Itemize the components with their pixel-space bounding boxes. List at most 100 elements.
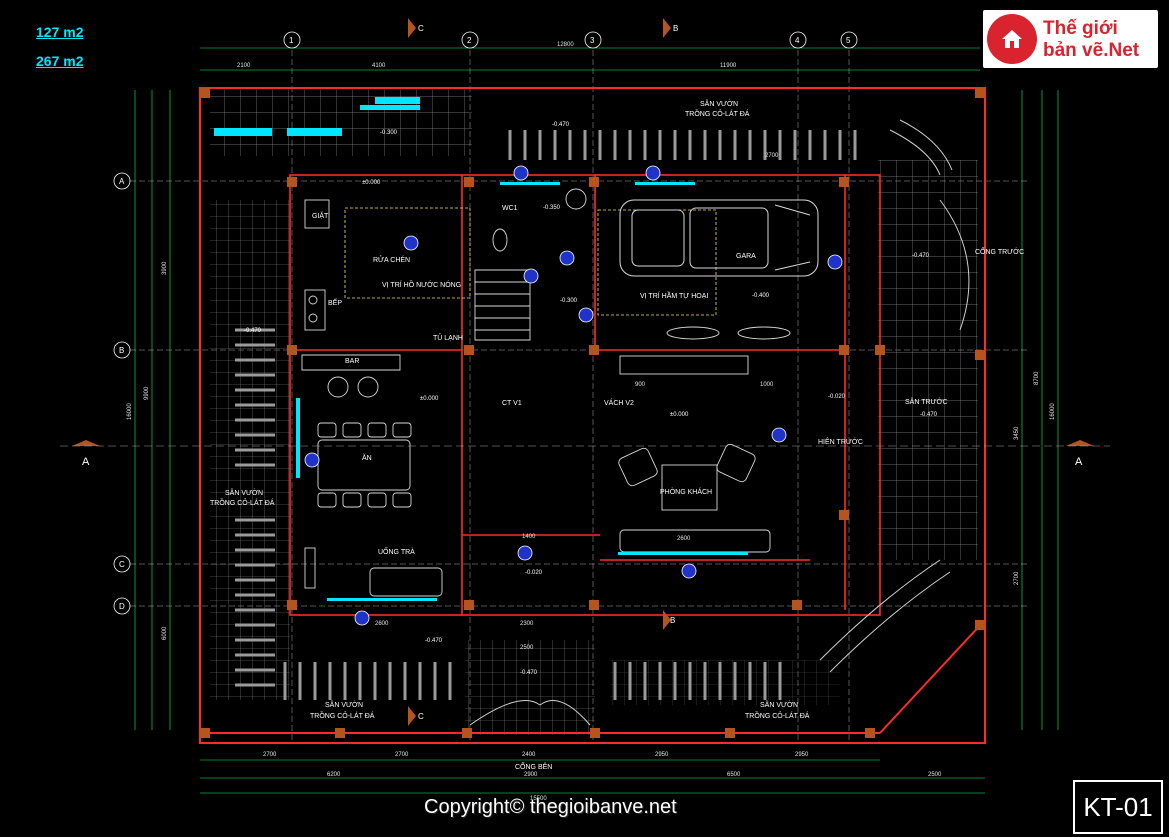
copyright-watermark: Copyright© thegioibanve.net xyxy=(424,796,677,818)
level-mark: -0.470 xyxy=(920,412,938,418)
room-garden-top: SÂN VƯỜN xyxy=(700,99,738,108)
room-gara: GARA xyxy=(736,253,756,260)
dim-label: 9900 xyxy=(144,386,150,400)
axis-label-2: 2 xyxy=(467,36,472,45)
level-mark: -0.300 xyxy=(380,130,398,136)
room-wc1: WC1 xyxy=(502,205,518,212)
dimension-lines xyxy=(134,47,1059,794)
dim-label: 3900 xyxy=(162,261,168,275)
dim-label: 2600 xyxy=(375,621,389,627)
room-tags xyxy=(304,165,843,626)
sheet-code: KT-01 xyxy=(1073,780,1163,834)
dim-label: 2950 xyxy=(655,752,669,758)
dim-label: 2500 xyxy=(520,645,534,651)
furniture xyxy=(301,188,791,597)
axis-label-3: 3 xyxy=(590,36,595,45)
level-mark: ±0.000 xyxy=(362,180,381,186)
dim-label: 6200 xyxy=(327,772,341,778)
section-label-b-top: B xyxy=(673,24,678,33)
area-total: 267 m2 xyxy=(36,53,84,69)
dim-label: 6500 xyxy=(727,772,741,778)
room-phong-khach: PHÒNG KHÁCH xyxy=(660,487,712,496)
dim-label: 2700 xyxy=(395,752,409,758)
dim-label: 2950 xyxy=(795,752,809,758)
dim-label: 2900 xyxy=(524,772,538,778)
room-garden-bl-sub: TRỒNG CỎ-LÁT ĐÁ xyxy=(310,710,375,720)
section-label-b-bot: B xyxy=(670,616,675,625)
axis-label-c: C xyxy=(119,560,125,569)
section-markers xyxy=(72,18,1094,726)
room-cong-truoc: CỔNG TRƯỚC xyxy=(975,247,1024,256)
room-ham-tu-hoai: VỊ TRÍ HẦM TỰ HOẠI xyxy=(640,290,708,300)
axis-label-a: A xyxy=(119,177,125,186)
dim-label: 16000 xyxy=(127,403,133,420)
room-hien-truoc: HIÊN TRƯỚC xyxy=(818,437,863,446)
section-label-a-right: A xyxy=(1075,456,1083,468)
level-mark: -0.020 xyxy=(525,570,543,576)
dim-label: 2300 xyxy=(520,621,534,627)
axis-label-d: D xyxy=(119,602,125,611)
logo-badge xyxy=(987,14,1037,64)
section-label-a-left: A xyxy=(82,456,90,468)
room-uong-tra: UỐNG TRÀ xyxy=(378,546,415,556)
room-giat: GIẶT xyxy=(312,211,329,220)
room-bar: BAR xyxy=(345,358,359,365)
level-mark: ±0.000 xyxy=(420,396,439,402)
room-garden-top-sub: TRỒNG CỎ-LÁT ĐÁ xyxy=(685,108,750,118)
room-nuoc-nong: VỊ TRÍ HỒ NƯỚC NÓNG xyxy=(382,279,461,289)
level-mark: -0.470 xyxy=(425,638,443,644)
dim-label: 2700 xyxy=(765,153,779,159)
room-garden-left: SÂN VƯỜN xyxy=(225,488,263,497)
section-label-c-bot: C xyxy=(418,712,424,721)
structural-columns xyxy=(200,88,985,738)
room-ct-v1: CT V1 xyxy=(502,400,522,407)
brand-logo: Thế giới bản vẽ.Net xyxy=(983,10,1158,68)
dim-label: 8700 xyxy=(1034,371,1040,385)
paving-stripes xyxy=(235,130,857,700)
room-garden-br-sub: TRỒNG CỎ-LÁT ĐÁ xyxy=(745,710,810,720)
site-boundary xyxy=(199,87,986,744)
logo-text-line2: bản vẽ.Net xyxy=(1043,40,1140,61)
room-garden-bl: SÂN VƯỜN xyxy=(325,700,363,709)
garden-hatch xyxy=(210,88,978,735)
level-mark: -0.300 xyxy=(560,298,578,304)
level-mark: -0.400 xyxy=(752,293,770,299)
dim-label: 6000 xyxy=(162,626,168,640)
dim-label: 2700 xyxy=(1014,571,1020,585)
dim-label: 3450 xyxy=(1014,426,1020,440)
room-garden-br: SÂN VƯỜN xyxy=(760,700,798,709)
room-garden-left-sub: TRỒNG CỎ-LÁT ĐÁ xyxy=(210,497,275,507)
level-mark: -0.470 xyxy=(520,670,538,676)
level-mark: ±0.000 xyxy=(670,412,689,418)
dim-label: 11900 xyxy=(720,63,737,69)
room-bep: BẾP xyxy=(328,297,342,307)
room-cong-ben: CỔNG BÊN xyxy=(515,762,552,771)
room-an: ĂN xyxy=(362,453,372,462)
dashed-zones xyxy=(344,207,717,316)
axis-label-4: 4 xyxy=(795,36,800,45)
level-mark: -0.020 xyxy=(828,394,846,400)
section-label-c-top: C xyxy=(418,24,424,33)
gate-curves xyxy=(469,119,970,726)
window-marks xyxy=(214,97,748,601)
level-mark: -0.350 xyxy=(543,205,561,211)
area-first-floor: 127 m2 xyxy=(36,24,84,40)
dim-label: 2700 xyxy=(263,752,277,758)
dim-label: 900 xyxy=(635,382,646,388)
dim-label: 4100 xyxy=(372,63,386,69)
dim-label: 1400 xyxy=(522,534,536,540)
dim-label: 2500 xyxy=(928,772,942,778)
axis-label-5: 5 xyxy=(846,36,851,45)
axis-bubbles xyxy=(113,31,858,615)
room-tu-lanh: TỦ LẠNH xyxy=(433,333,463,342)
dim-label: 12800 xyxy=(557,42,574,48)
house-walls xyxy=(289,174,881,616)
room-san-truoc: SÂN TRƯỚC xyxy=(905,397,948,406)
car-outline xyxy=(619,199,819,277)
dim-label: 2600 xyxy=(677,536,691,542)
level-mark: -0.470 xyxy=(912,253,930,259)
axis-label-b: B xyxy=(119,346,124,355)
level-mark: -0.470 xyxy=(244,328,262,334)
dim-label: 2100 xyxy=(237,63,251,69)
